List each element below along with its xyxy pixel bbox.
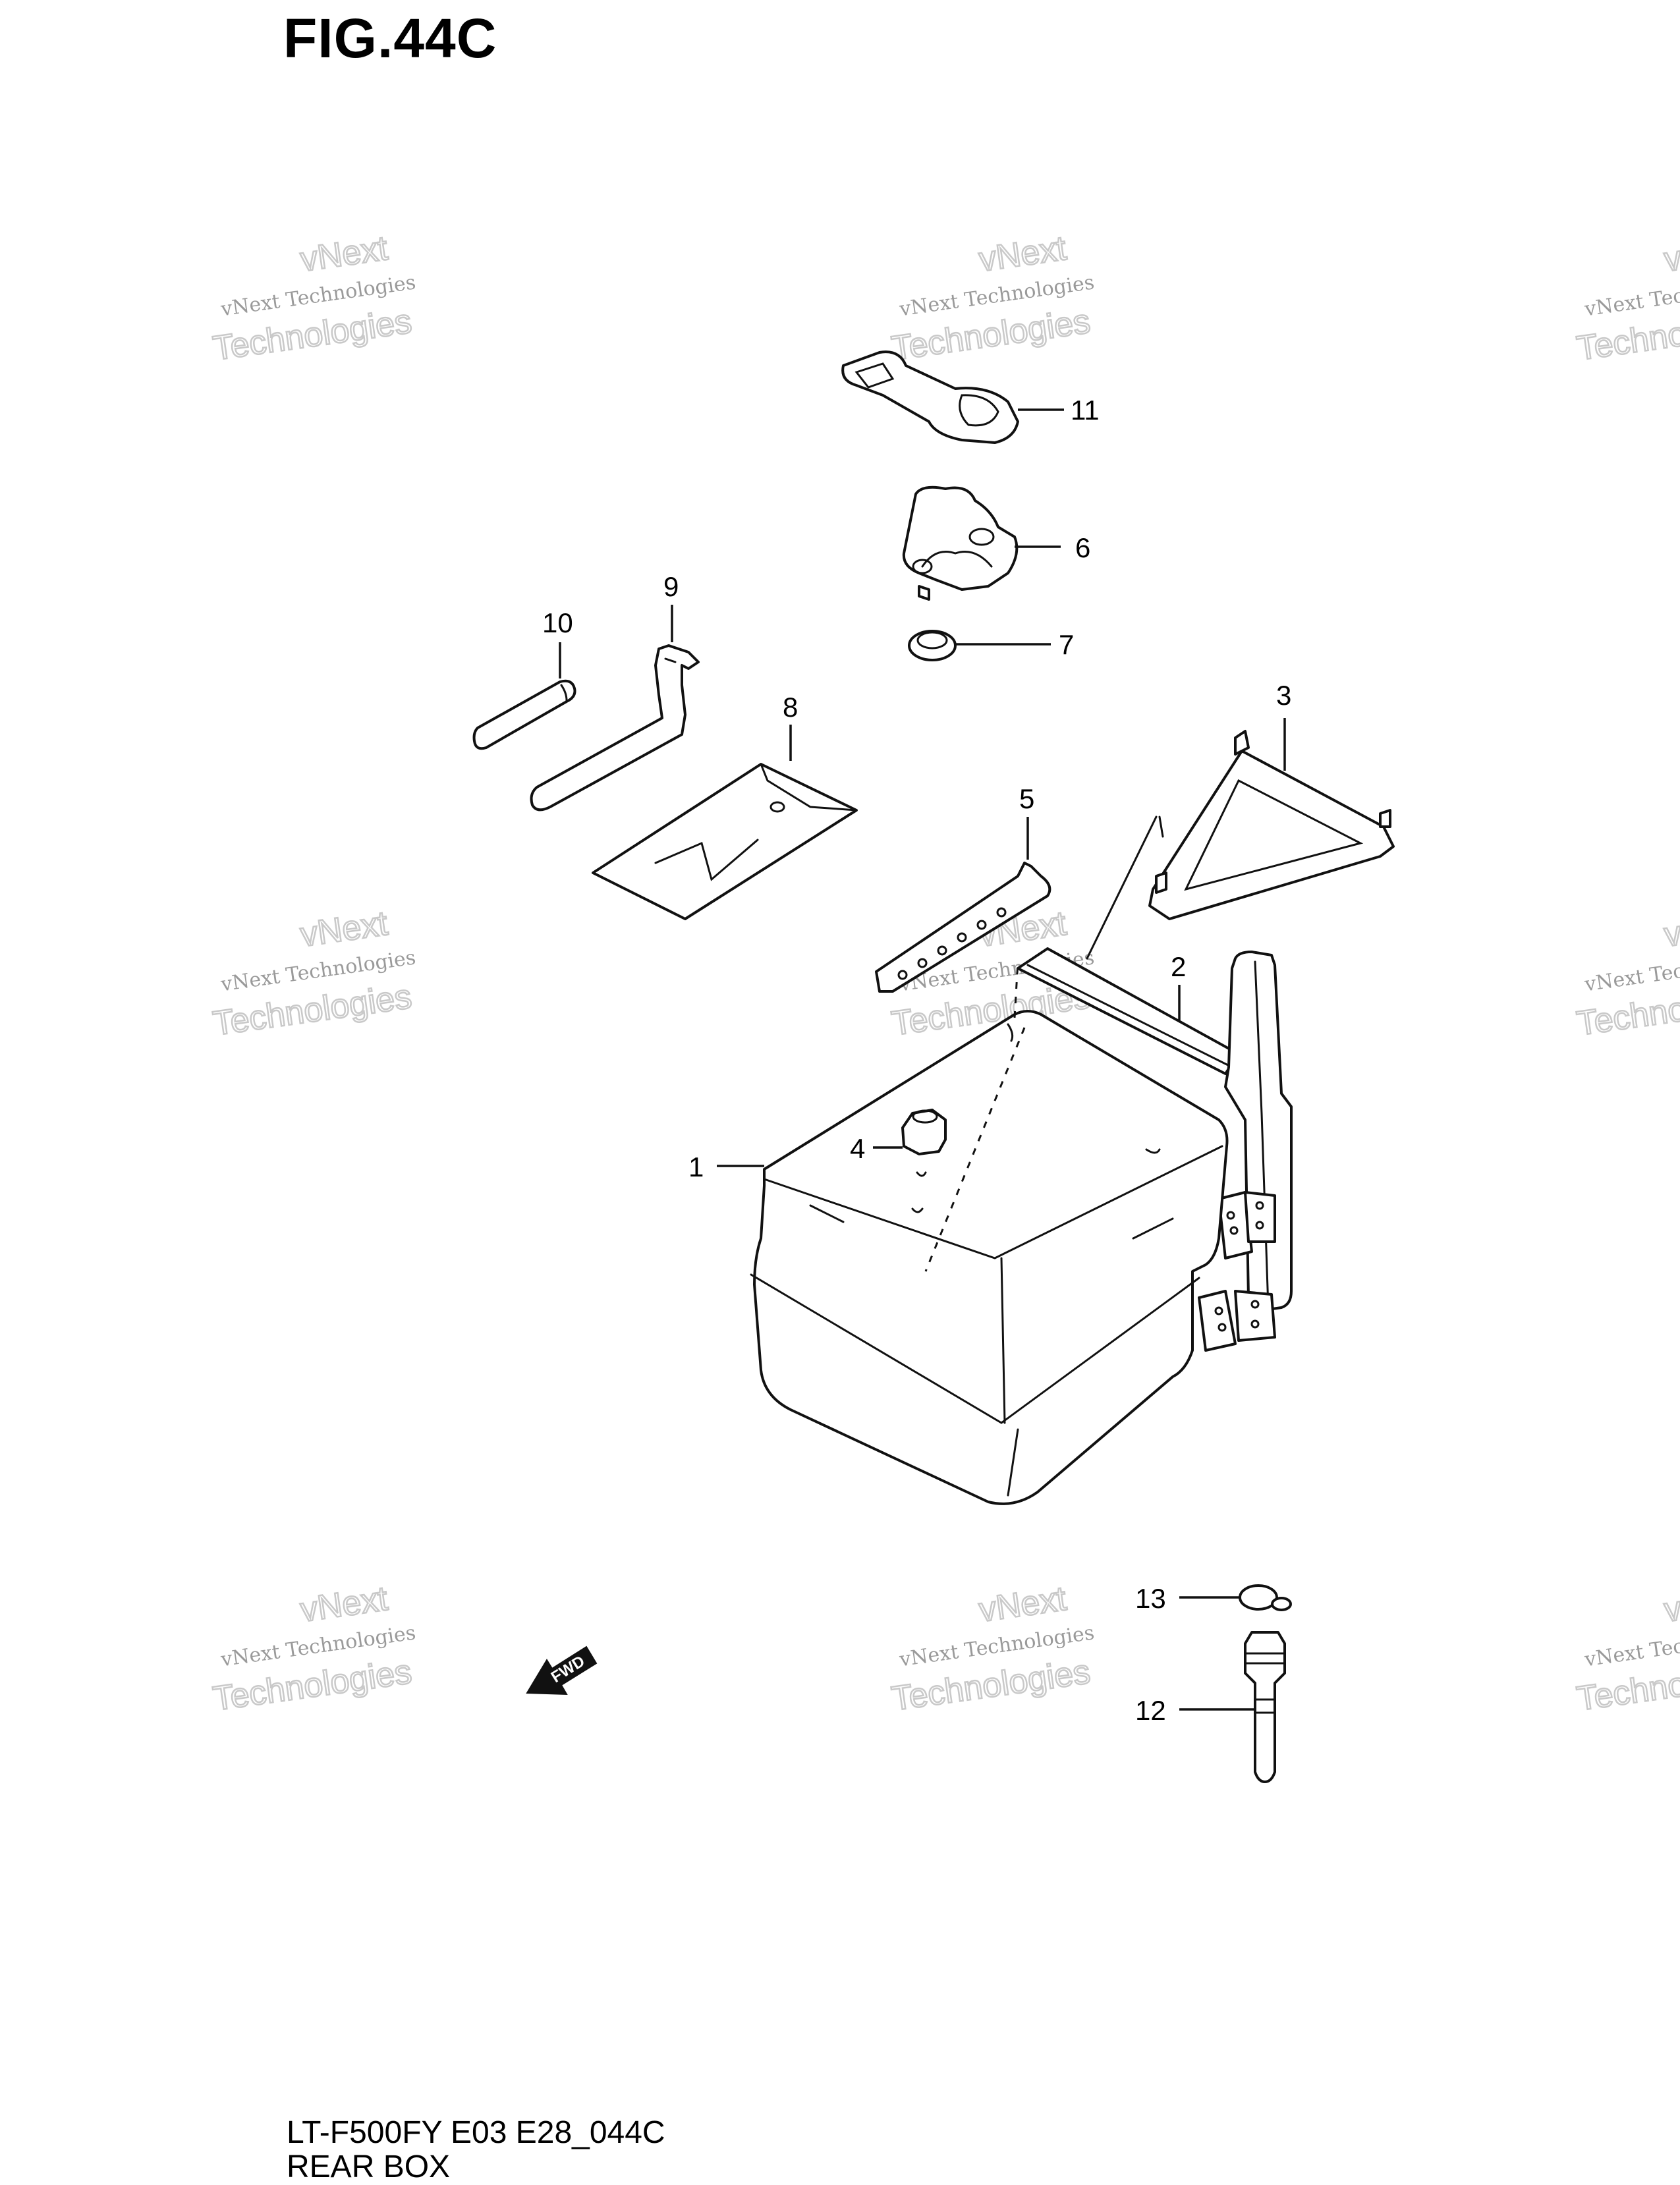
callout-label: 8 <box>783 692 798 723</box>
part-wrench[interactable] <box>530 644 700 812</box>
watermark-small: vNext Technologies <box>1582 1621 1680 1671</box>
callout-11[interactable]: 11 <box>1018 395 1100 426</box>
callout-label: 11 <box>1071 395 1100 426</box>
watermark-small: vNext Technologies <box>1582 271 1680 321</box>
watermark-4: vNext vNext Technologies Technologies <box>210 904 418 1044</box>
model-code: LT-F500FY E03 E28_044C <box>287 2115 665 2150</box>
part-washer[interactable] <box>1239 1584 1292 1611</box>
callout-4[interactable]: 4 <box>850 1133 903 1164</box>
watermark-small: vNext Technologies <box>1582 946 1680 996</box>
watermark-7: vNext vNext Technologies Technologies <box>210 1579 418 1719</box>
watermark-3: vNext vNext Technologies Technologies <box>1574 229 1680 369</box>
watermark-big-top: vNext <box>1662 229 1680 279</box>
part-rubber-strap[interactable] <box>841 350 1019 444</box>
callout-label: 3 <box>1276 680 1291 711</box>
watermark-big-top: vNext <box>1662 1580 1680 1630</box>
part-latch-hook[interactable] <box>902 485 1019 601</box>
part-pin[interactable] <box>472 679 576 750</box>
watermark-big-top: vNext <box>976 1580 1069 1630</box>
callout-10[interactable]: 10 <box>542 607 573 678</box>
part-cap-nut[interactable] <box>901 1109 947 1213</box>
watermark-6: vNext vNext Technologies Technologies <box>1574 904 1680 1044</box>
part-triangle-bracket[interactable] <box>1148 730 1395 920</box>
callout-8[interactable]: 8 <box>783 692 798 761</box>
watermark-big-top: vNext <box>298 1580 390 1630</box>
callout-9[interactable]: 9 <box>663 571 679 642</box>
callout-label: 7 <box>1059 629 1074 660</box>
callout-5[interactable]: 5 <box>1019 783 1034 860</box>
callout-12[interactable]: 12 <box>1135 1695 1255 1726</box>
callout-2[interactable]: 2 <box>1171 951 1186 1021</box>
watermarks: vNext vNext Technologies Technologies vN… <box>210 229 1680 1719</box>
callout-label: 2 <box>1171 951 1186 982</box>
callout-3[interactable]: 3 <box>1276 680 1291 771</box>
callout-label: 6 <box>1075 532 1090 563</box>
callout-label: 1 <box>688 1151 704 1182</box>
part-pad[interactable] <box>592 763 858 920</box>
callout-13[interactable]: 13 <box>1135 1583 1240 1614</box>
watermark-9: vNext vNext Technologies Technologies <box>1574 1579 1680 1719</box>
fwd-direction-arrow: FWD <box>526 1646 598 1696</box>
part-bolt[interactable] <box>1244 1631 1286 1783</box>
watermark-big-top: vNext <box>298 229 390 279</box>
callout-label: 12 <box>1135 1695 1166 1726</box>
callout-label: 9 <box>663 571 679 602</box>
watermark-big-top: vNext <box>298 904 390 954</box>
callout-label: 10 <box>542 607 573 638</box>
callout-1[interactable]: 1 <box>688 1151 764 1182</box>
part-side-plate[interactable] <box>875 862 1051 993</box>
callout-label: 5 <box>1019 783 1034 814</box>
callout-6[interactable]: 6 <box>1015 532 1090 563</box>
callouts: 11 6 7 10 9 8 <box>542 395 1291 1726</box>
part-grommet[interactable] <box>908 630 957 661</box>
part-frame-bar[interactable] <box>1017 947 1293 1352</box>
callout-7[interactable]: 7 <box>955 629 1074 660</box>
watermark-big-top: vNext <box>976 229 1069 279</box>
watermark-1: vNext vNext Technologies Technologies <box>210 229 418 369</box>
watermark-2: vNext vNext Technologies Technologies <box>889 229 1096 369</box>
callout-label: 13 <box>1135 1583 1166 1614</box>
watermark-big-top: vNext <box>1662 904 1680 954</box>
watermark-8: vNext vNext Technologies Technologies <box>889 1579 1096 1719</box>
part-rear-box[interactable] <box>750 816 1229 1505</box>
callout-label: 4 <box>850 1133 865 1164</box>
section-name: REAR BOX <box>287 2149 451 2184</box>
figure-title: FIG.44C <box>283 7 497 69</box>
